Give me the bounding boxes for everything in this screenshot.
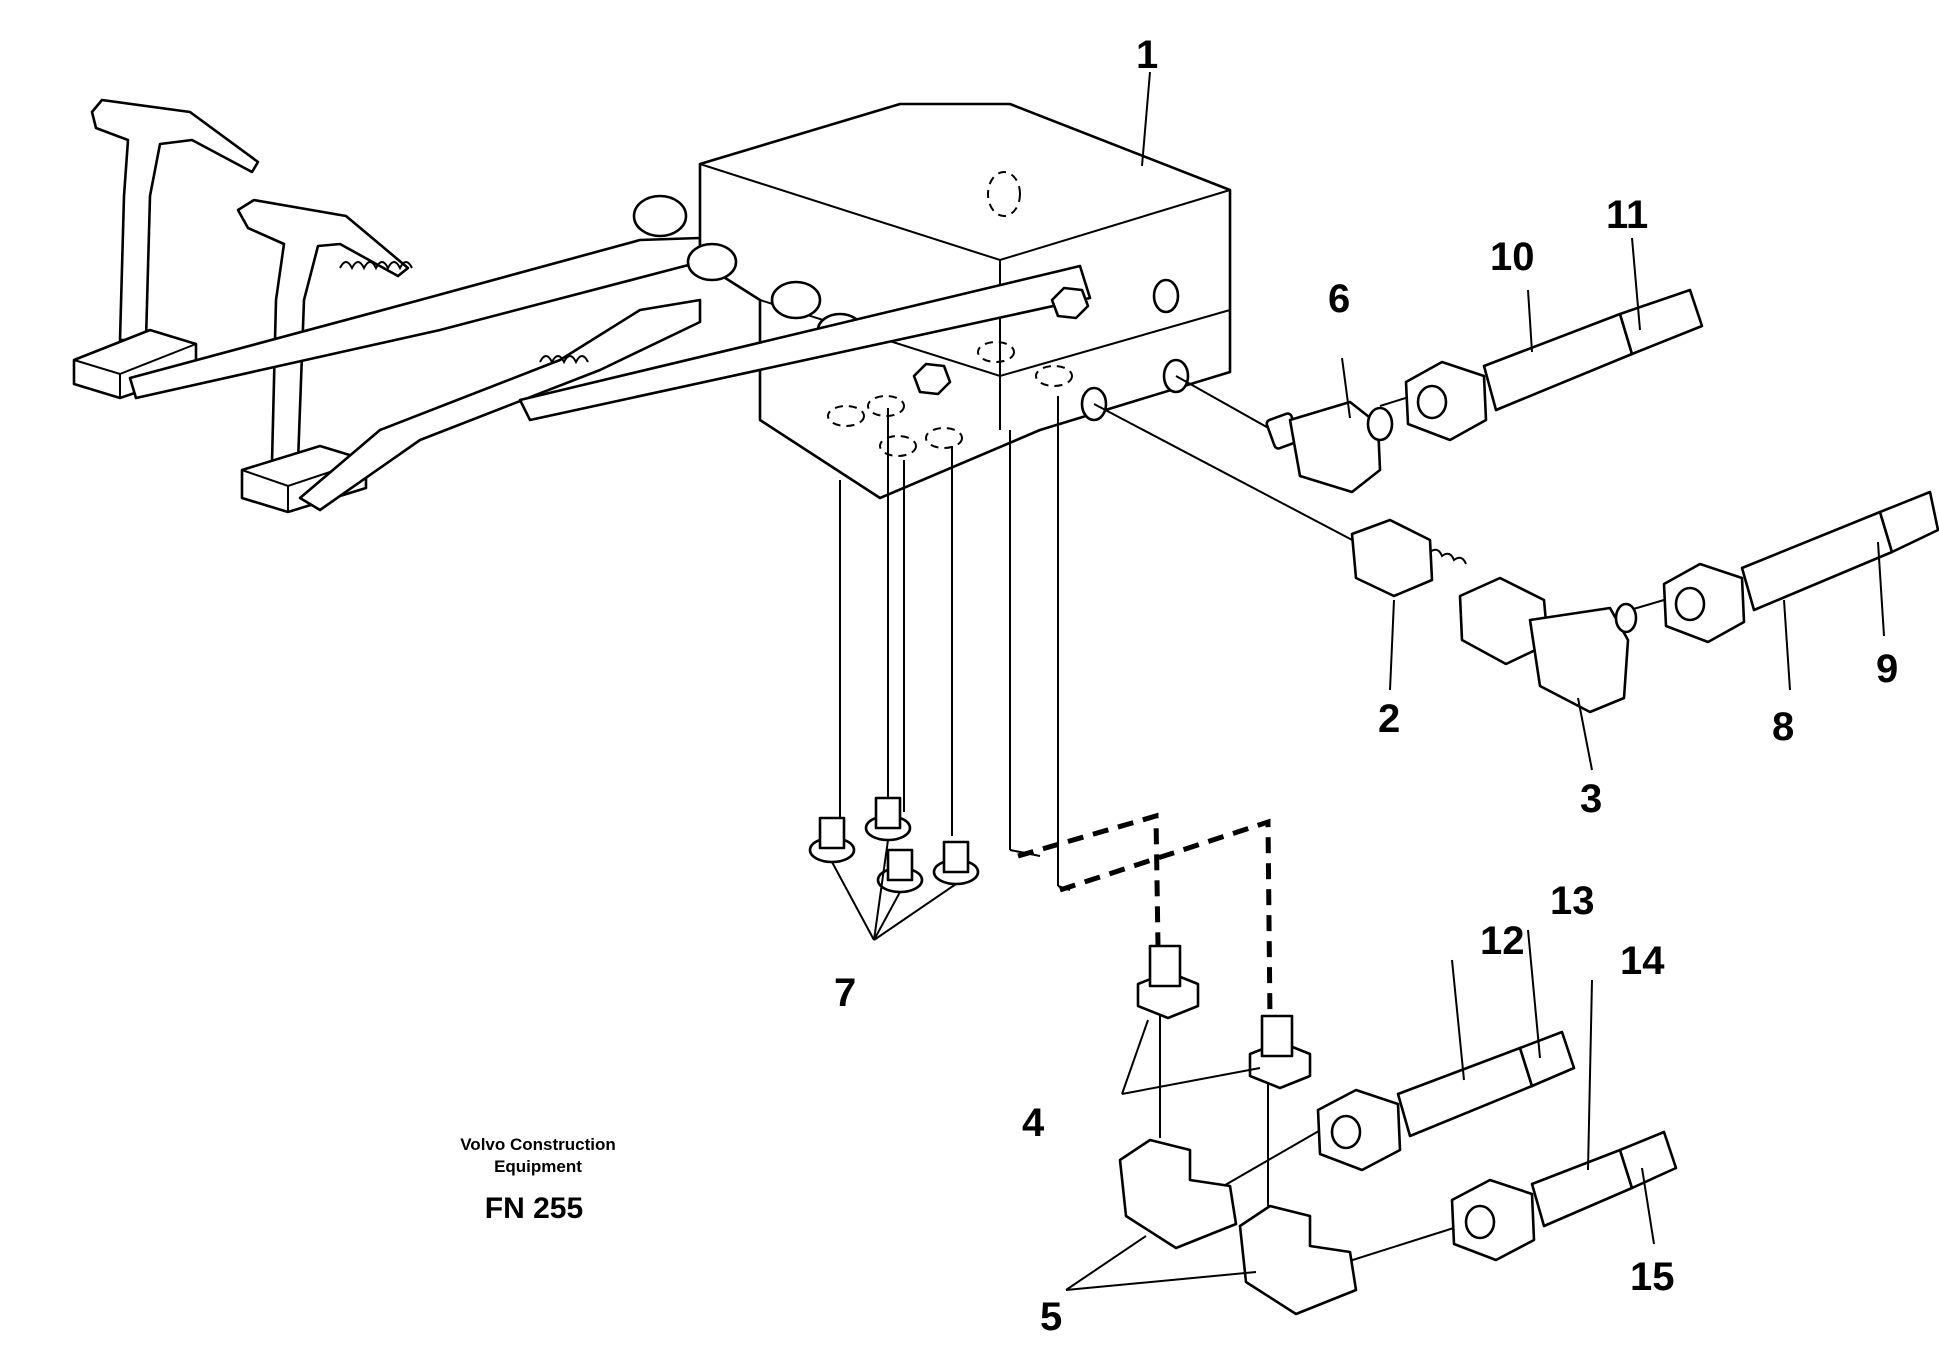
callout-14: 14 <box>1620 939 1665 983</box>
nipples-4 <box>1136 944 1312 1090</box>
callout-labels: 1 2 3 4 5 6 7 8 9 10 11 12 13 14 15 <box>834 33 1898 1339</box>
callout-3: 3 <box>1580 777 1602 821</box>
caption-line-1: Volvo Construction <box>460 1135 616 1154</box>
callout-10: 10 <box>1490 235 1535 279</box>
assembly-lines <box>839 375 1665 1265</box>
plugs-7 <box>808 796 980 894</box>
fitting-6-elbow <box>1265 400 1394 494</box>
fitting-3-elbow <box>1458 576 1638 714</box>
callout-5: 5 <box>1040 1295 1062 1339</box>
callout-4: 4 <box>1022 1101 1045 1145</box>
elbows-5 <box>1118 1138 1358 1316</box>
callout-1: 1 <box>1136 33 1158 77</box>
callout-8: 8 <box>1772 705 1794 749</box>
callout-6: 6 <box>1328 277 1350 321</box>
callout-7: 7 <box>834 971 856 1015</box>
callout-13: 13 <box>1550 879 1595 923</box>
callout-leaders <box>831 71 1885 1291</box>
callout-9: 9 <box>1876 647 1898 691</box>
callout-11: 11 <box>1606 193 1648 237</box>
hose-14-15 <box>1450 1130 1678 1262</box>
callout-15: 15 <box>1630 1255 1675 1299</box>
hose-10-11 <box>1404 288 1704 442</box>
hose-8-9 <box>1662 490 1939 644</box>
manufacturer-caption: Volvo Construction Equipment FN 255 <box>460 1135 616 1225</box>
hose-12-13 <box>1316 1030 1576 1172</box>
callout-12: 12 <box>1480 919 1525 963</box>
callout-2: 2 <box>1378 697 1400 741</box>
fitting-2-nipple <box>1350 518 1467 598</box>
figure-code: FN 255 <box>485 1192 583 1225</box>
caption-line-2: Equipment <box>494 1157 582 1176</box>
pedal-valve-assembly <box>72 98 1232 514</box>
